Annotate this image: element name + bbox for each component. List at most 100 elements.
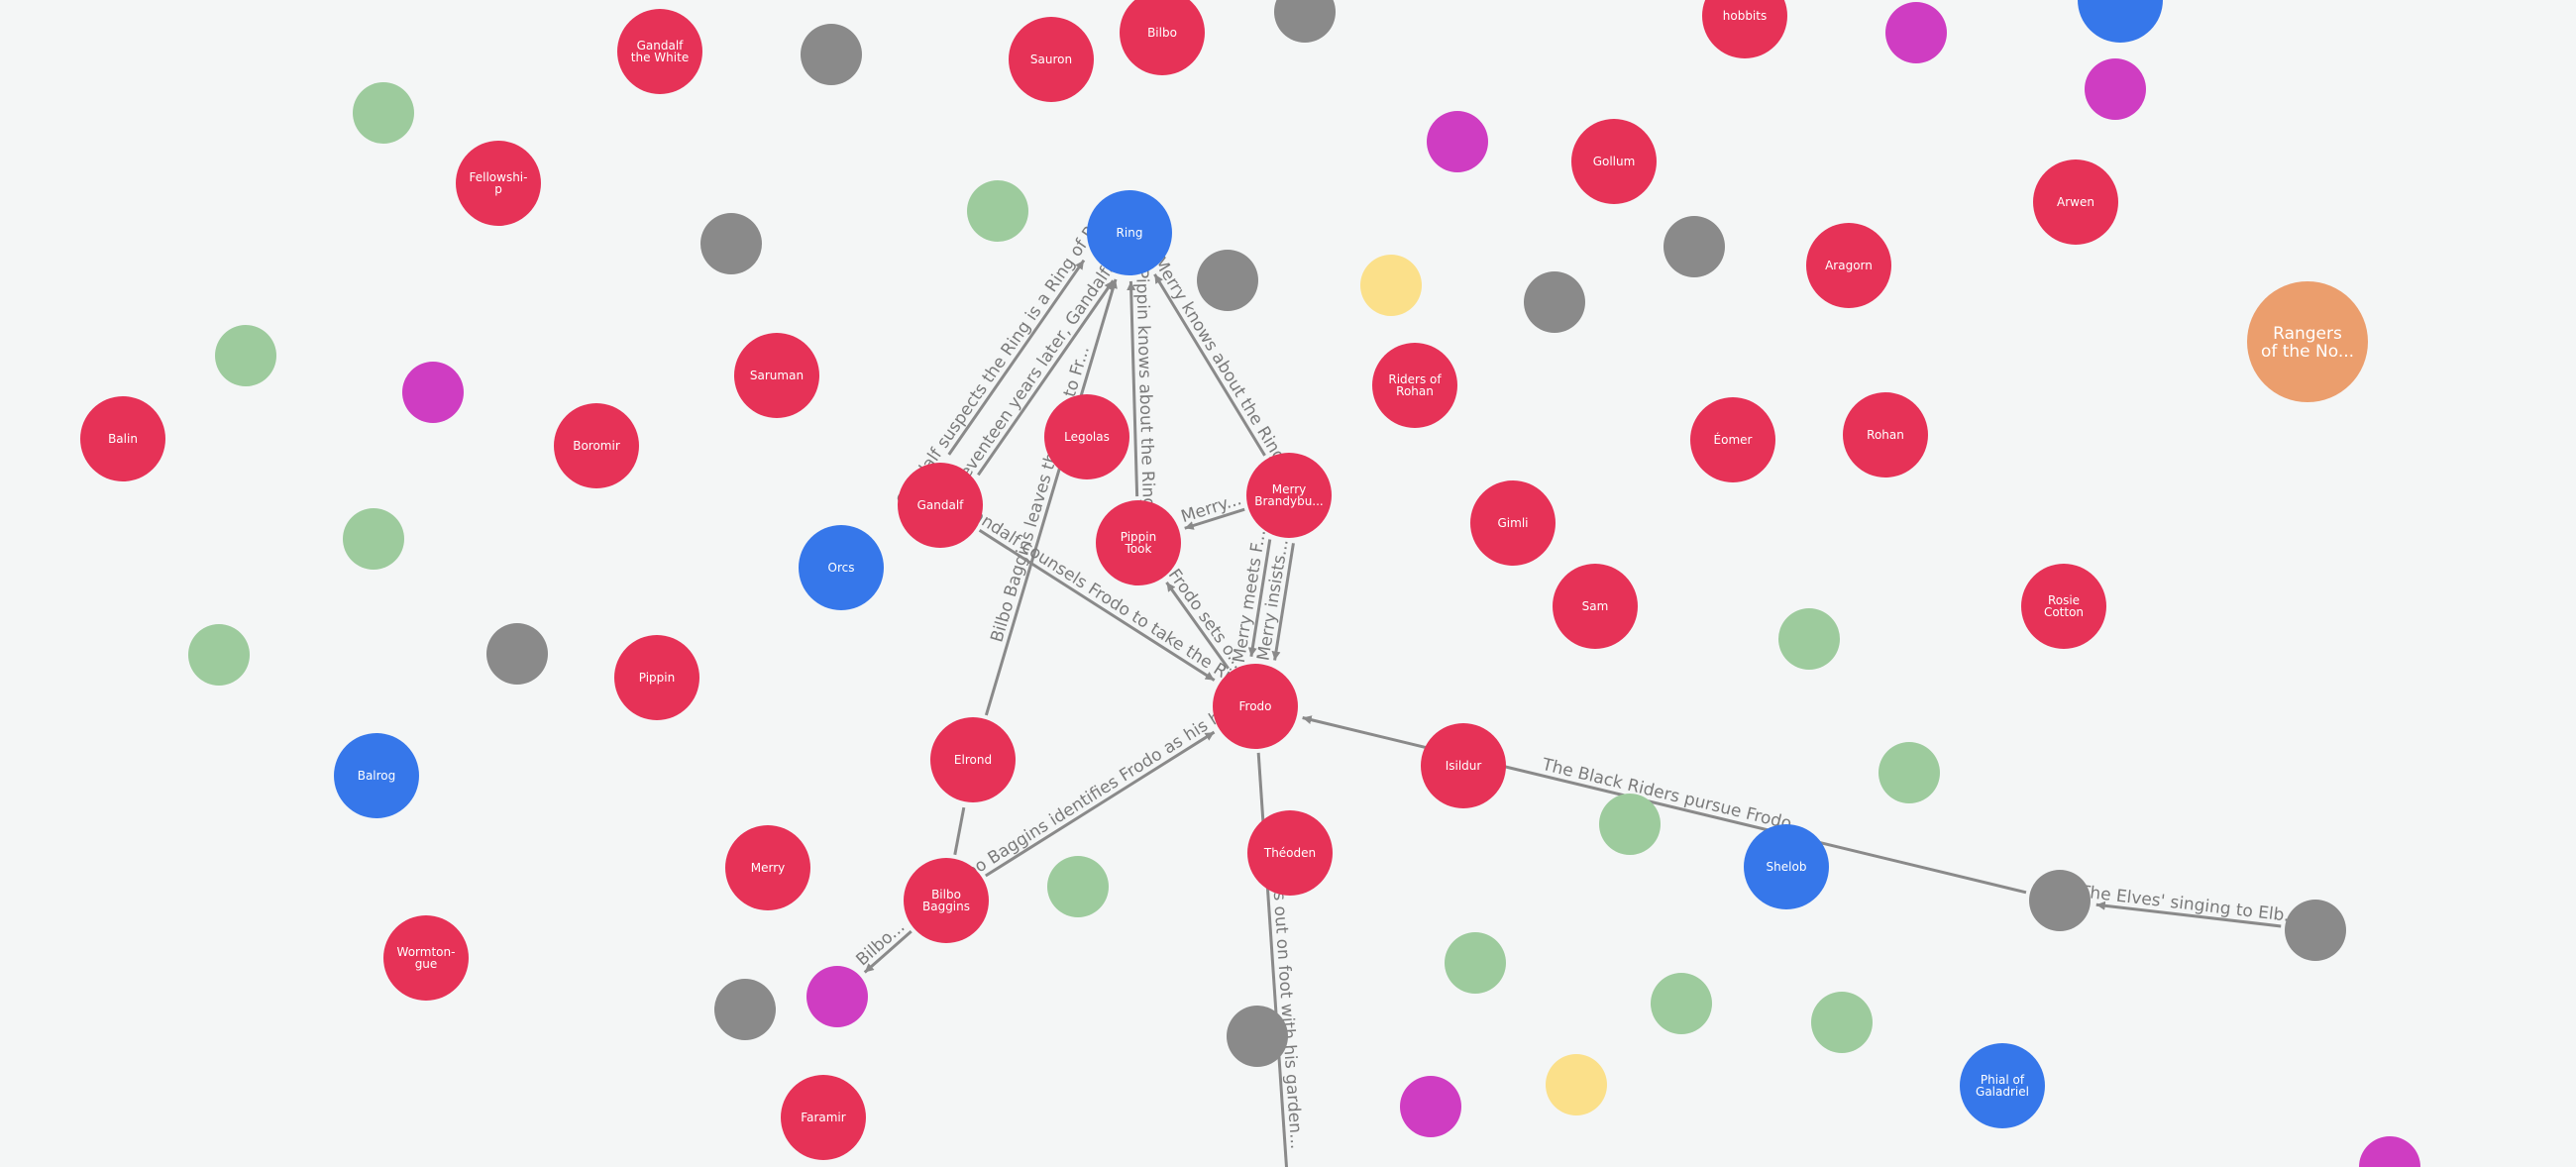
node-isildur[interactable]: Isildur [1421,723,1506,808]
node-g7[interactable] [486,623,548,685]
node-circle[interactable] [799,525,884,610]
node-elrond[interactable]: Elrond [930,717,1016,802]
node-p5[interactable] [806,966,868,1027]
node-wormtongue[interactable]: Wormton-gue [383,915,469,1001]
node-circle[interactable] [2033,159,2118,245]
node-circle[interactable] [1372,343,1457,428]
node-circle[interactable] [383,915,469,1001]
node-legolas[interactable]: Legolas [1044,394,1129,479]
node-circle[interactable] [2285,900,2346,961]
node-aragorn[interactable]: Aragorn [1806,223,1891,308]
edge-gandalf-ring[interactable] [977,279,1115,477]
node-circle[interactable] [781,1075,866,1160]
node-circle[interactable] [1047,856,1109,917]
node-circle[interactable] [1400,1076,1461,1137]
node-c7[interactable] [1878,742,1940,803]
node-circle[interactable] [1427,111,1488,172]
node-circle[interactable] [353,82,414,144]
node-circle[interactable] [1096,500,1181,585]
node-boromir[interactable]: Boromir [554,403,639,488]
edge-gandalf-frodo[interactable] [978,529,1216,682]
edge-g9-g8[interactable] [2095,901,2282,928]
edge-merry-b-frodo[interactable] [1247,539,1272,657]
node-faramir[interactable]: Faramir [781,1075,866,1160]
node-g9[interactable] [2285,900,2346,961]
node-circle[interactable] [554,403,639,488]
node-circle[interactable] [1360,255,1422,316]
node-circle[interactable] [343,508,404,570]
node-circle[interactable] [806,966,868,1027]
node-circle[interactable] [714,979,776,1040]
edge-merry-b-ring[interactable] [1153,273,1266,457]
node-c6[interactable] [188,624,250,686]
node-circle[interactable] [617,9,702,94]
node-g1[interactable] [801,24,862,85]
node-g8[interactable] [2029,870,2091,931]
node-circle[interactable] [2359,1136,2420,1167]
edge-gandalf-ring[interactable] [947,259,1086,456]
node-circle[interactable] [1213,664,1298,749]
node-circle[interactable] [188,624,250,686]
node-g10[interactable] [714,979,776,1040]
node-circle[interactable] [486,623,548,685]
node-eomer[interactable]: Éomer [1690,397,1775,482]
node-circle[interactable] [1690,397,1775,482]
node-circle[interactable] [1664,216,1725,277]
node-circle[interactable] [1702,0,1787,58]
node-p3[interactable] [1427,111,1488,172]
node-g2[interactable] [1274,0,1336,43]
edge-bilbo-baggins-frodo[interactable] [985,730,1216,878]
node-circle[interactable] [700,213,762,274]
node-circle[interactable] [1960,1043,2045,1128]
node-g3[interactable] [700,213,762,274]
node-saruman[interactable]: Saruman [734,333,819,418]
node-c5[interactable] [1778,608,1840,670]
node-c9[interactable] [1047,856,1109,917]
node-circle[interactable] [801,24,862,85]
node-gollum[interactable]: Gollum [1571,119,1657,204]
node-circle[interactable] [2021,564,2106,649]
node-circle[interactable] [215,325,276,386]
node-frodo[interactable]: Frodo [1213,664,1298,749]
node-circle[interactable] [1553,564,1638,649]
node-circle[interactable] [1009,17,1094,102]
node-g11[interactable] [1227,1006,1288,1067]
node-gimli[interactable]: Gimli [1470,480,1556,566]
node-circle[interactable] [898,463,983,548]
node-g6[interactable] [1524,271,1585,333]
edge-frodo-pippin-took[interactable] [1165,581,1230,670]
node-circle[interactable] [1524,271,1585,333]
node-circle[interactable] [402,362,464,423]
edge-bilbo-baggins-elrond[interactable] [953,806,966,856]
node-p4[interactable] [402,362,464,423]
node-shelob[interactable]: Shelob [1744,824,1829,909]
node-c2[interactable] [967,180,1028,242]
node-p6[interactable] [1400,1076,1461,1137]
node-circle[interactable] [734,333,819,418]
edge-merry-b-frodo[interactable] [1271,543,1295,661]
node-circle[interactable] [334,733,419,818]
node-circle[interactable] [904,858,989,943]
node-gandalf[interactable]: Gandalf [898,463,983,548]
node-c3[interactable] [215,325,276,386]
node-merry[interactable]: Merry [725,825,810,910]
node-circle[interactable] [2078,0,2163,43]
node-circle[interactable] [1087,190,1172,275]
node-sauron[interactable]: Sauron [1009,17,1094,102]
node-pippin[interactable]: Pippin [614,635,699,720]
node-circle[interactable] [1247,810,1333,896]
node-circle[interactable] [1246,453,1332,538]
node-c4[interactable] [343,508,404,570]
node-ring[interactable]: Ring [1087,190,1172,275]
node-balin[interactable]: Balin [80,396,165,481]
edge-pippin-took-ring[interactable] [1127,280,1139,497]
node-circle[interactable] [1274,0,1336,43]
node-circle[interactable] [614,635,699,720]
